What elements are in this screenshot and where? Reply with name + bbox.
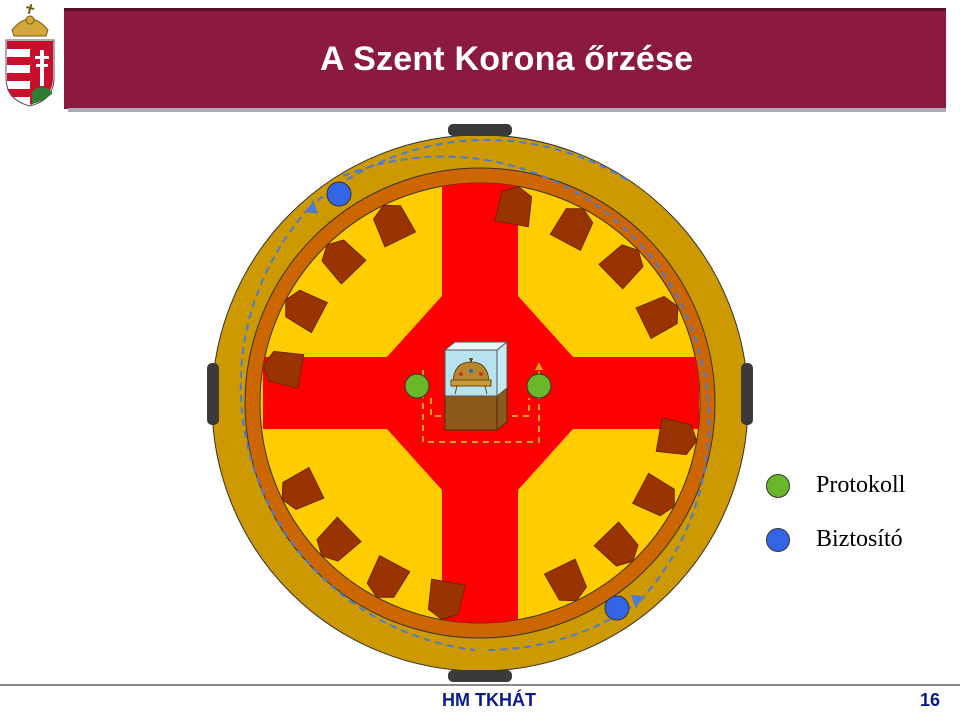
pillar <box>593 521 639 567</box>
page-number: 16 <box>920 690 941 710</box>
patrol-path-left-lower <box>239 207 476 651</box>
legend-swatch-protocol <box>766 474 790 498</box>
page-title: A Szent Korona őrzése <box>320 40 694 78</box>
doors <box>207 124 753 682</box>
door-top <box>448 124 512 136</box>
door-bottom <box>448 670 512 682</box>
security-guard-marker <box>326 181 352 207</box>
pillar <box>281 466 325 511</box>
pillar <box>549 208 594 251</box>
vault-diagram <box>207 124 753 682</box>
footer-divider <box>0 684 960 686</box>
pillar <box>321 239 367 285</box>
pillar <box>632 472 675 517</box>
pillar <box>366 555 411 598</box>
pillar <box>635 295 679 340</box>
pillar <box>316 516 362 562</box>
pillars <box>262 185 698 621</box>
door-right <box>741 363 753 425</box>
glass-case-side <box>496 340 508 398</box>
title-bar <box>64 8 946 109</box>
hungarian-coat-of-arms-icon <box>5 3 55 107</box>
patrol-path-right <box>342 155 710 601</box>
protocol-officer-marker <box>526 373 552 399</box>
pillar <box>543 558 588 602</box>
title-bar-shadow <box>68 108 946 112</box>
patrol-arrow-top <box>307 200 318 214</box>
patrol-path-left <box>308 138 628 209</box>
legend-swatch-security <box>766 528 790 552</box>
protocol-path <box>422 370 540 443</box>
showcase <box>443 340 509 432</box>
footer-organization: HM TKHÁT <box>442 690 536 710</box>
pillar <box>262 350 305 389</box>
legend-label-protocol: Protokoll <box>816 472 906 498</box>
security-guard-marker <box>604 595 630 621</box>
patrol-arrow-bottom <box>631 595 642 609</box>
holy-crown-icon <box>450 358 492 395</box>
pillar <box>372 204 417 248</box>
protocol-officer-marker <box>404 373 430 399</box>
pillar <box>494 185 533 228</box>
pillar <box>427 578 466 621</box>
pillar <box>655 417 698 456</box>
legend-label-security: Biztosító <box>816 526 903 552</box>
pillar <box>598 244 644 290</box>
door-left <box>207 363 219 425</box>
pedestal-front <box>444 395 498 431</box>
patrol-path-right-lower <box>484 599 642 652</box>
pillar <box>285 289 328 334</box>
protocol-arrow <box>535 362 543 370</box>
